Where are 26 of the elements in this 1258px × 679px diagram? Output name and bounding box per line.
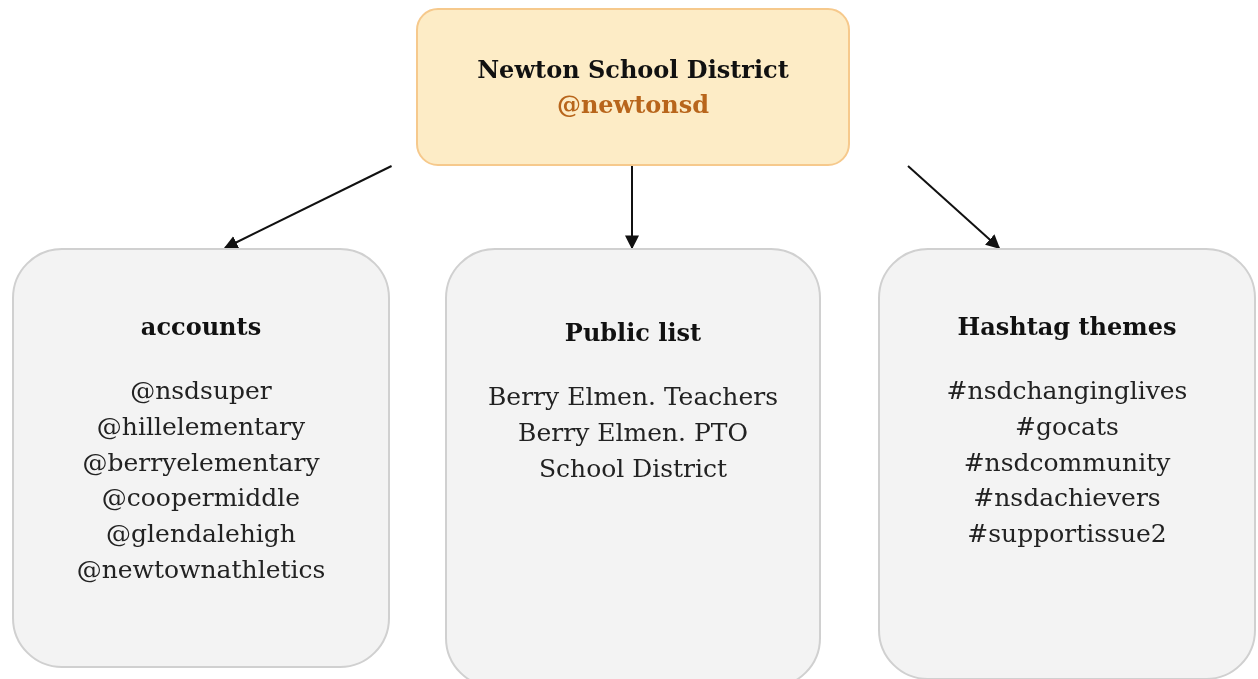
list-item: @newtownathletics [76, 553, 326, 586]
list-item: @nsdsuper [130, 375, 272, 407]
category-card [445, 248, 821, 679]
arrow [907, 165, 1001, 249]
list-item: #nsdchanginglives [946, 375, 1188, 407]
list-item: @glendalehigh [106, 518, 296, 550]
list-item: @hillelementary [96, 410, 306, 443]
category-card [878, 248, 1256, 679]
list-item: #gocats [1015, 410, 1119, 443]
arrow [223, 165, 393, 249]
arrow [625, 165, 639, 250]
organization-name: Newton School District [477, 55, 789, 84]
list-item: Berry Elmen. Teachers [488, 381, 778, 413]
category-card [12, 248, 390, 668]
organization-box [416, 8, 850, 166]
list-item: #nsdachievers [973, 482, 1161, 515]
list-item: Berry Elmen. PTO [518, 416, 748, 449]
list-item: @berryelementary [82, 446, 320, 479]
card-heading: Hashtag themes [957, 312, 1177, 341]
list-item: School District [538, 452, 728, 485]
list-item: #nsdcommunity [963, 446, 1171, 479]
card-heading: Public list [564, 318, 702, 347]
account-handle: @newtonsd [556, 90, 710, 119]
card-heading: accounts [140, 312, 262, 341]
list-item: @coopermiddle [101, 482, 301, 515]
list-item: #supportissue2 [967, 518, 1167, 550]
